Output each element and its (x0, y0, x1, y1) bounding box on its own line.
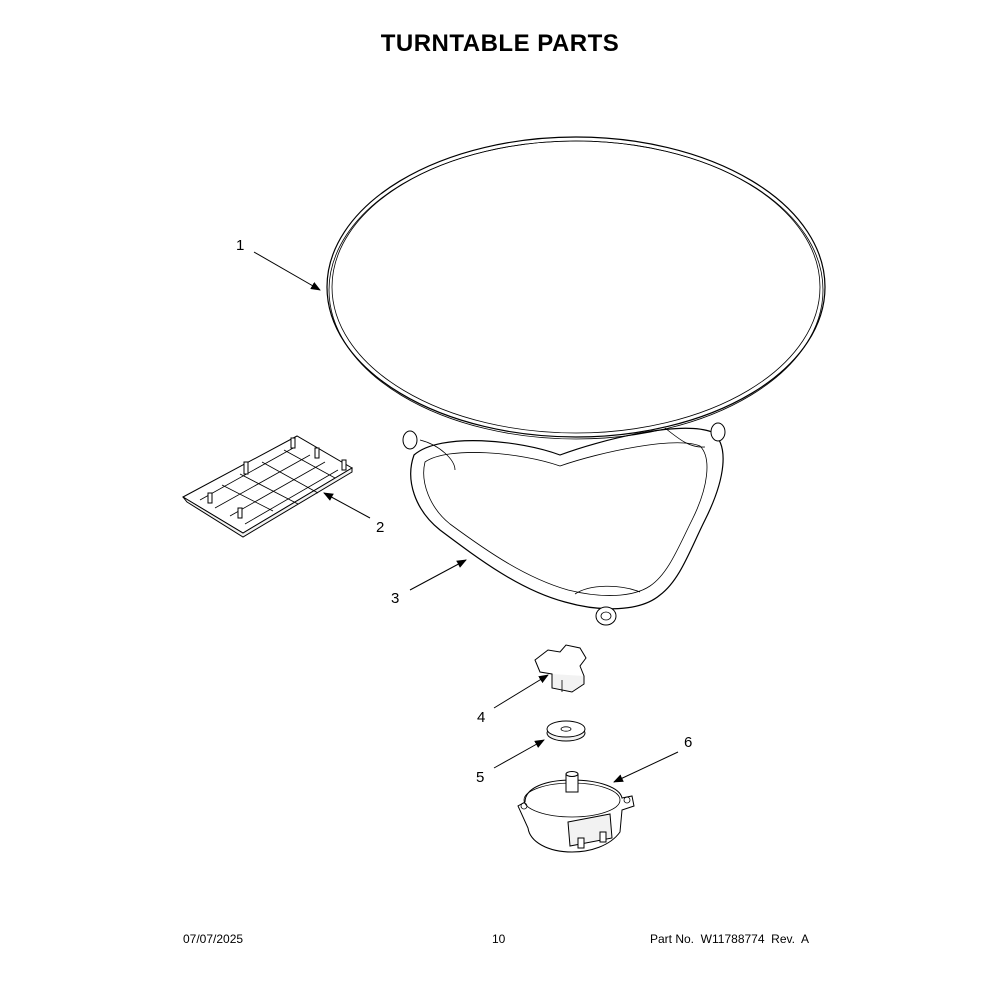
leader-line-6 (613, 751, 679, 783)
glass-tray (326, 136, 826, 440)
leader-line-1 (253, 251, 321, 291)
footer-page-number: 10 (492, 932, 506, 946)
leader-line-5 (493, 739, 545, 769)
callout-3: 3 (391, 590, 399, 607)
footer-part-info: Part No. W11788774 Rev. A (650, 932, 809, 946)
leader-line-2 (323, 492, 371, 519)
callout-4: 4 (477, 709, 485, 726)
footer-date: 07/07/2025 (183, 932, 244, 946)
coupler (534, 644, 587, 693)
leader-line-3 (409, 559, 467, 591)
callout-6: 6 (684, 734, 692, 751)
washer (546, 720, 586, 742)
turntable-motor (517, 771, 635, 853)
callout-5: 5 (476, 769, 484, 786)
callout-2: 2 (376, 519, 384, 536)
callout-1: 1 (236, 237, 244, 254)
page-title: TURNTABLE PARTS (380, 30, 620, 57)
leader-line-4 (493, 674, 549, 709)
roller-ring (402, 422, 726, 626)
grille-rack (181, 435, 353, 538)
